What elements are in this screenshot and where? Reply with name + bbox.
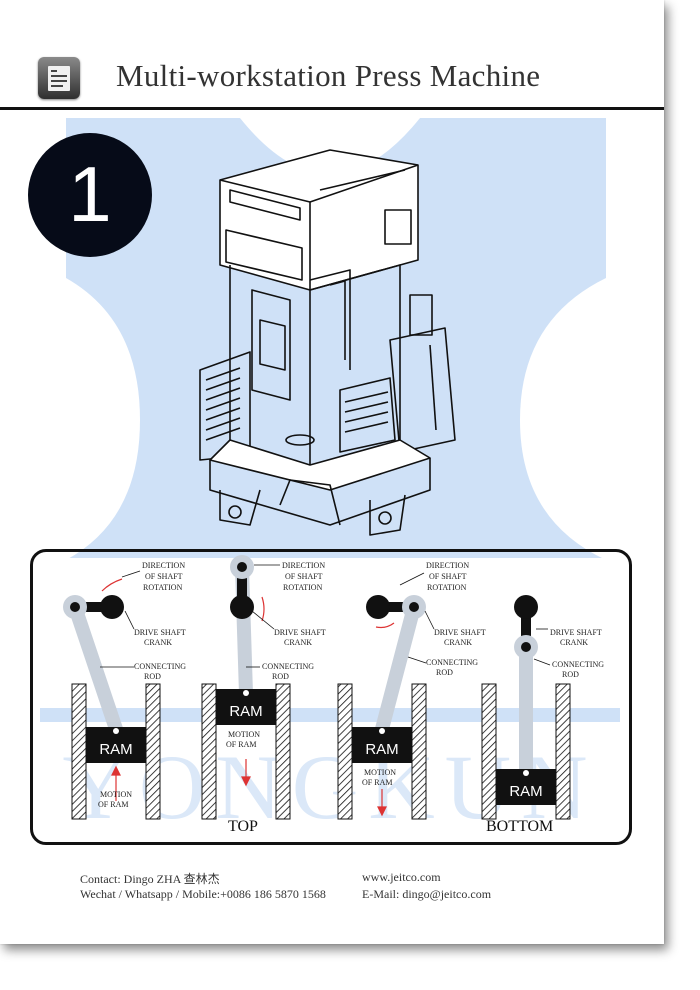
- crank-label: CRANK: [144, 638, 172, 647]
- section-number-badge: 1: [28, 133, 152, 257]
- motion-label: MOTION: [228, 730, 260, 739]
- bottom-caption: BOTTOM: [486, 818, 554, 835]
- motion-label: MOTION: [100, 790, 132, 799]
- header-divider: [0, 107, 664, 110]
- top-caption: TOP: [228, 818, 258, 835]
- rod-label: ROD: [272, 672, 289, 681]
- page-title: Multi-workstation Press Machine: [116, 58, 541, 93]
- direction-label: OF SHAFT: [429, 572, 467, 581]
- direction-label: OF SHAFT: [145, 572, 183, 581]
- direction-label: DIRECTION: [426, 561, 469, 570]
- document-page: YONGKUN Multi-workstation Press Machine …: [0, 57, 664, 901]
- email-link[interactable]: E-Mail: dingo@jeitco.com: [362, 887, 492, 901]
- direction-label: ROTATION: [143, 583, 183, 592]
- rod-label: CONNECTING: [134, 662, 186, 671]
- press-machine-illustration: [199, 149, 456, 536]
- website-link[interactable]: www.jeitco.com: [362, 870, 441, 884]
- rod-label: CONNECTING: [262, 662, 314, 671]
- crank-label: DRIVE SHAFT: [550, 628, 602, 637]
- document-icon: [38, 57, 80, 99]
- crank-label: DRIVE SHAFT: [434, 628, 486, 637]
- ram-label: RAM: [365, 741, 398, 758]
- direction-label: DIRECTION: [142, 561, 185, 570]
- section-number: 1: [68, 150, 112, 238]
- direction-label: ROTATION: [283, 583, 323, 592]
- contact-line: Contact: Dingo ZHA 查林杰: [80, 872, 220, 886]
- motion-label: OF RAM: [98, 800, 128, 809]
- crank-label: DRIVE SHAFT: [274, 628, 326, 637]
- direction-label: ROTATION: [427, 583, 467, 592]
- crank-diagram-frame: [30, 549, 632, 845]
- rod-label: ROD: [144, 672, 161, 681]
- direction-label: OF SHAFT: [285, 572, 323, 581]
- direction-label: DIRECTION: [282, 561, 325, 570]
- rod-label: CONNECTING: [426, 658, 478, 667]
- phone-line: Wechat / Whatsapp / Mobile:+0086 186 587…: [80, 887, 326, 901]
- rod-label: CONNECTING: [552, 660, 604, 669]
- motion-label: OF RAM: [362, 778, 392, 787]
- rod-label: ROD: [562, 670, 579, 679]
- motion-label: OF RAM: [226, 740, 256, 749]
- rod-label: ROD: [436, 668, 453, 677]
- ram-label: RAM: [509, 783, 542, 800]
- ram-label: RAM: [229, 703, 262, 720]
- ram-label: RAM: [99, 741, 132, 758]
- crank-label: CRANK: [444, 638, 472, 647]
- crank-label: CRANK: [284, 638, 312, 647]
- motion-label: MOTION: [364, 768, 396, 777]
- crank-stroke-diagram: RAM RAM RAM RAM: [63, 555, 604, 820]
- crank-label: DRIVE SHAFT: [134, 628, 186, 637]
- crank-label: CRANK: [560, 638, 588, 647]
